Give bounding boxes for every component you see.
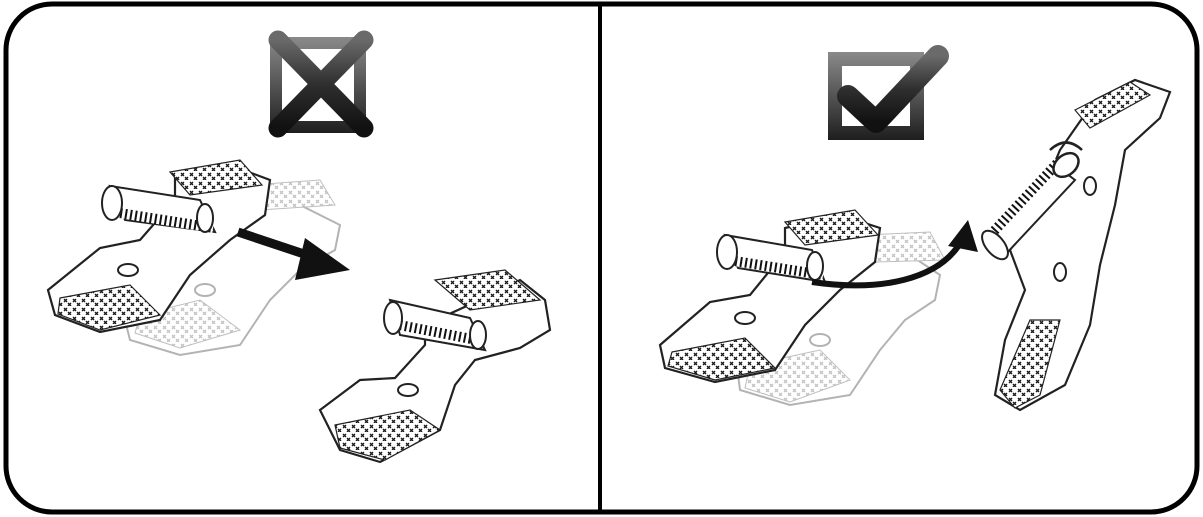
check-mark-icon <box>828 52 938 140</box>
x-mark-icon <box>270 37 366 133</box>
